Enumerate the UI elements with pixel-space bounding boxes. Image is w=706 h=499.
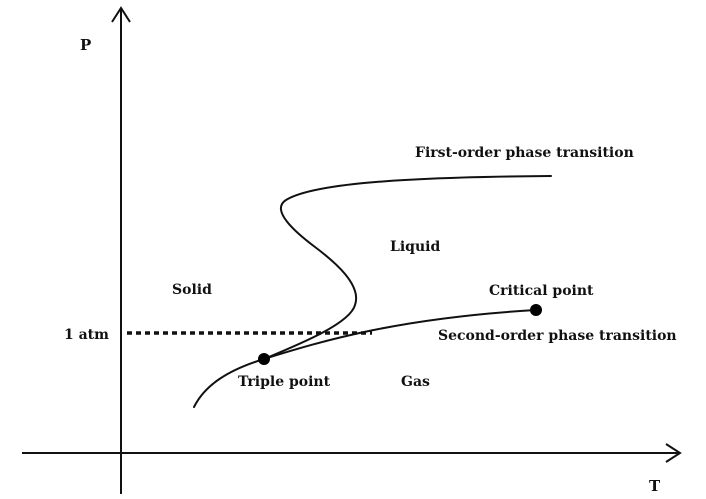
second-order-transition-label: Second-order phase transition bbox=[438, 328, 677, 344]
vaporization-curve bbox=[263, 309, 537, 360]
first-order-transition-label: First-order phase transition bbox=[415, 145, 634, 161]
solid-region-label: Solid bbox=[172, 282, 212, 298]
axes bbox=[22, 6, 682, 494]
melting-curve bbox=[263, 175, 552, 360]
triple-point-marker bbox=[258, 353, 270, 365]
critical-point-label: Critical point bbox=[489, 283, 594, 299]
sublimation-curve bbox=[193, 358, 265, 408]
y-axis-label: P bbox=[80, 36, 91, 54]
liquid-region-label: Liquid bbox=[390, 239, 440, 255]
x-axis-arrowhead bbox=[665, 443, 682, 463]
critical-point-marker bbox=[530, 304, 542, 316]
triple-point-label: Triple point bbox=[238, 374, 331, 390]
one-atm-label: 1 atm bbox=[64, 327, 109, 343]
y-axis-arrowhead bbox=[111, 6, 131, 23]
gas-region-label: Gas bbox=[401, 374, 430, 390]
x-axis-label: T bbox=[649, 477, 661, 495]
